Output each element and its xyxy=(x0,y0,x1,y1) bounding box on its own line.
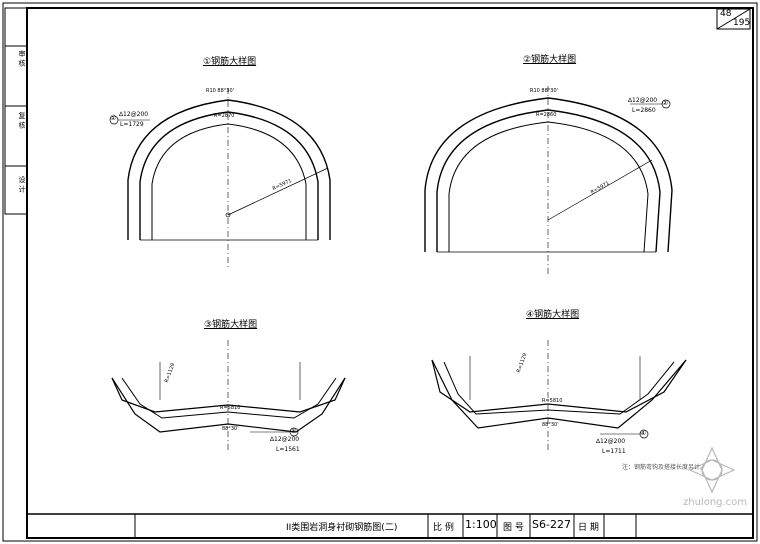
sheet-number: 48 xyxy=(720,9,732,19)
figure-3-label-dim: ∆12@200 xyxy=(270,436,300,443)
figure-4-invert xyxy=(431,340,687,450)
sheet-number-box xyxy=(716,8,751,30)
drawing-no-label: 图 号 xyxy=(503,523,524,533)
title-block xyxy=(27,513,753,538)
figure-1-marker: ① xyxy=(110,114,117,122)
figure-2-title: ②钢筋大样图 xyxy=(523,55,577,65)
figure-3-invert xyxy=(111,340,346,450)
figure-4-bottom-dim: 88°30' xyxy=(542,422,559,428)
side-cell-design: 设 计 xyxy=(18,176,26,193)
figure-2-marker: ② xyxy=(662,99,669,107)
figure-3-marker: ③ xyxy=(290,427,297,435)
figure-4-title: ④钢筋大样图 xyxy=(526,310,580,320)
figure-4-mid-dim: R=5810 xyxy=(542,398,563,404)
drawing-title: II类围岩洞身衬砌钢筋图(二) xyxy=(286,523,398,533)
drawing-no-value: S6-227 xyxy=(532,518,571,531)
figure-2-label-dim: ∆12@200 xyxy=(628,97,658,104)
figure-3-title: ③钢筋大样图 xyxy=(204,320,258,330)
scale-label: 比 例 xyxy=(433,523,454,533)
figure-3-label-len: L=1561 xyxy=(276,446,300,453)
figure-2-arch xyxy=(424,86,673,275)
figure-4-label-dim: ∆12@200 xyxy=(596,438,626,445)
figure-3-bottom-dim: 88°30' xyxy=(222,426,239,432)
watermark-text: zhulong.com xyxy=(683,497,748,508)
figure-4-label-len: L=1711 xyxy=(602,448,626,455)
figure-1-label-len: L=1729 xyxy=(120,121,144,128)
drawing-note: 注：钢筋弯钩及搭接长度另计。 xyxy=(622,464,707,471)
scale-value: 1:100 xyxy=(465,518,497,531)
figure-2-top-dim: R10 88°30' xyxy=(530,88,559,94)
side-cell-check: 复 核 xyxy=(18,112,26,129)
side-cell-review: 审 核 xyxy=(18,50,26,67)
figure-2-inner-dim: R=2860 xyxy=(536,112,557,118)
figure-1-title: ①钢筋大样图 xyxy=(203,57,257,67)
inner-frame xyxy=(26,7,754,539)
watermark-logo xyxy=(688,446,736,494)
figure-1-inner-dim: R=2870 xyxy=(214,113,235,119)
figure-3-mid-dim: R=5810 xyxy=(220,405,241,411)
side-column xyxy=(4,7,28,215)
sheet-total: 195 xyxy=(733,18,751,28)
figure-1-arch xyxy=(109,88,331,270)
date-label: 日 期 xyxy=(578,523,599,533)
figure-2-label-len: L=2860 xyxy=(632,107,656,114)
figure-1-top-dim: R10 88°30' xyxy=(206,88,235,94)
figure-1-label-dim: ∆12@200 xyxy=(119,111,149,118)
figure-4-marker: ④ xyxy=(640,429,647,437)
